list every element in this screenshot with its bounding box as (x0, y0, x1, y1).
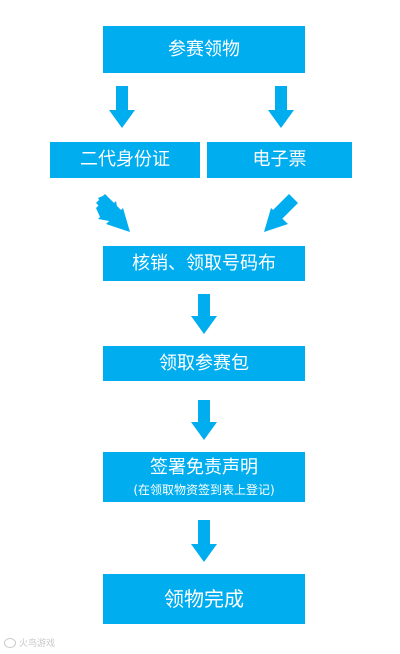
box-collect: 参赛领物 (103, 26, 305, 73)
diagonal-arrow-head (106, 208, 130, 232)
down-arrow-icon (191, 520, 217, 562)
down-arrow-icon (109, 86, 135, 128)
box-e-ticket: 电子票 (207, 142, 352, 178)
diagonal-arrow-stem (271, 194, 298, 221)
watermark-logo-icon (4, 637, 16, 648)
box-collect-label: 参赛领物 (168, 38, 240, 60)
box-waiver-label: 签署免责声明 (150, 457, 258, 478)
box-race-pack-label: 领取参赛包 (159, 352, 249, 374)
box-done: 领物完成 (103, 574, 305, 624)
diagonal-arrow-stem (96, 194, 123, 221)
box-waiver: 签署免责声明 (在领取物资签到表上登记) (103, 452, 305, 502)
down-arrow-icon (268, 86, 294, 128)
down-arrow-icon (191, 294, 217, 334)
box-e-ticket-label: 电子票 (252, 149, 307, 171)
box-id-card: 二代身份证 (50, 142, 200, 178)
watermark-text: 火鸟游戏 (19, 639, 56, 649)
box-id-card-label: 二代身份证 (80, 149, 170, 171)
box-waiver-sublabel: (在领取物资签到表上登记) (133, 482, 275, 497)
down-arrow-icon (191, 400, 217, 440)
diagonal-arrow-icon (96, 195, 120, 223)
box-verify-label: 核销、领取号码布 (132, 252, 276, 274)
diagonal-arrow-head (264, 208, 288, 232)
watermark: 火鸟游戏 (4, 636, 55, 649)
box-done-label: 领物完成 (164, 587, 244, 611)
box-race-pack: 领取参赛包 (103, 346, 305, 381)
box-verify: 核销、领取号码布 (103, 246, 305, 281)
